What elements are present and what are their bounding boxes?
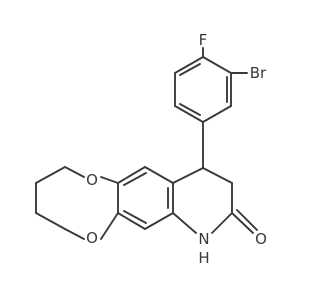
bond-ph-c3-c4 [202,105,232,123]
atom-label-carbonyl-oxygen: O [255,230,267,248]
bond-o1-ch2 [64,166,85,178]
atom-label-fluorine: F [199,31,208,49]
bond-ph-c4-c5 [174,105,204,123]
atom-label-hydrogen: H [198,249,209,267]
bond-c4-c3 [202,167,233,184]
atom-label-nitrogen: N [198,230,209,248]
bond-ch2-ch2 [35,166,66,184]
bond-ph-inner-3 [179,63,201,76]
bond-c5a-o1 [100,176,119,184]
bond-bz-c9a-c9 [117,212,146,230]
bond-bz-c5-c5a [117,166,146,184]
bond-c2-o-a [231,212,254,234]
bond-c2-o-b [236,209,258,231]
bond-ph-c1-c2 [202,56,232,74]
bond-ph-c6-c1 [174,56,204,74]
bond-ph-inner-2 [179,103,201,116]
bond-ch2-o2 [35,212,66,230]
molecule-diagram: F Br O O N H O [35,31,267,267]
atom-label-layer: F Br O O N H O [86,31,267,267]
bond-bz-c9-c8a [144,212,174,230]
bond-bz-inner-2 [123,210,147,224]
bond-c4-c4a [172,167,204,184]
bond-bz-inner-1 [123,172,147,186]
bond-n1-c8a [172,212,197,234]
atom-label-oxygen-upper: O [86,171,98,189]
bond-c9a-o2 [100,212,119,240]
atom-label-bromine: Br [250,64,267,82]
bond-bz-c4a-c5 [144,166,174,184]
atom-label-oxygen-lower: O [86,229,98,247]
bond-c2-n1 [211,212,233,234]
bond-layer [35,47,258,240]
bond-o2-ch2 [64,228,85,240]
